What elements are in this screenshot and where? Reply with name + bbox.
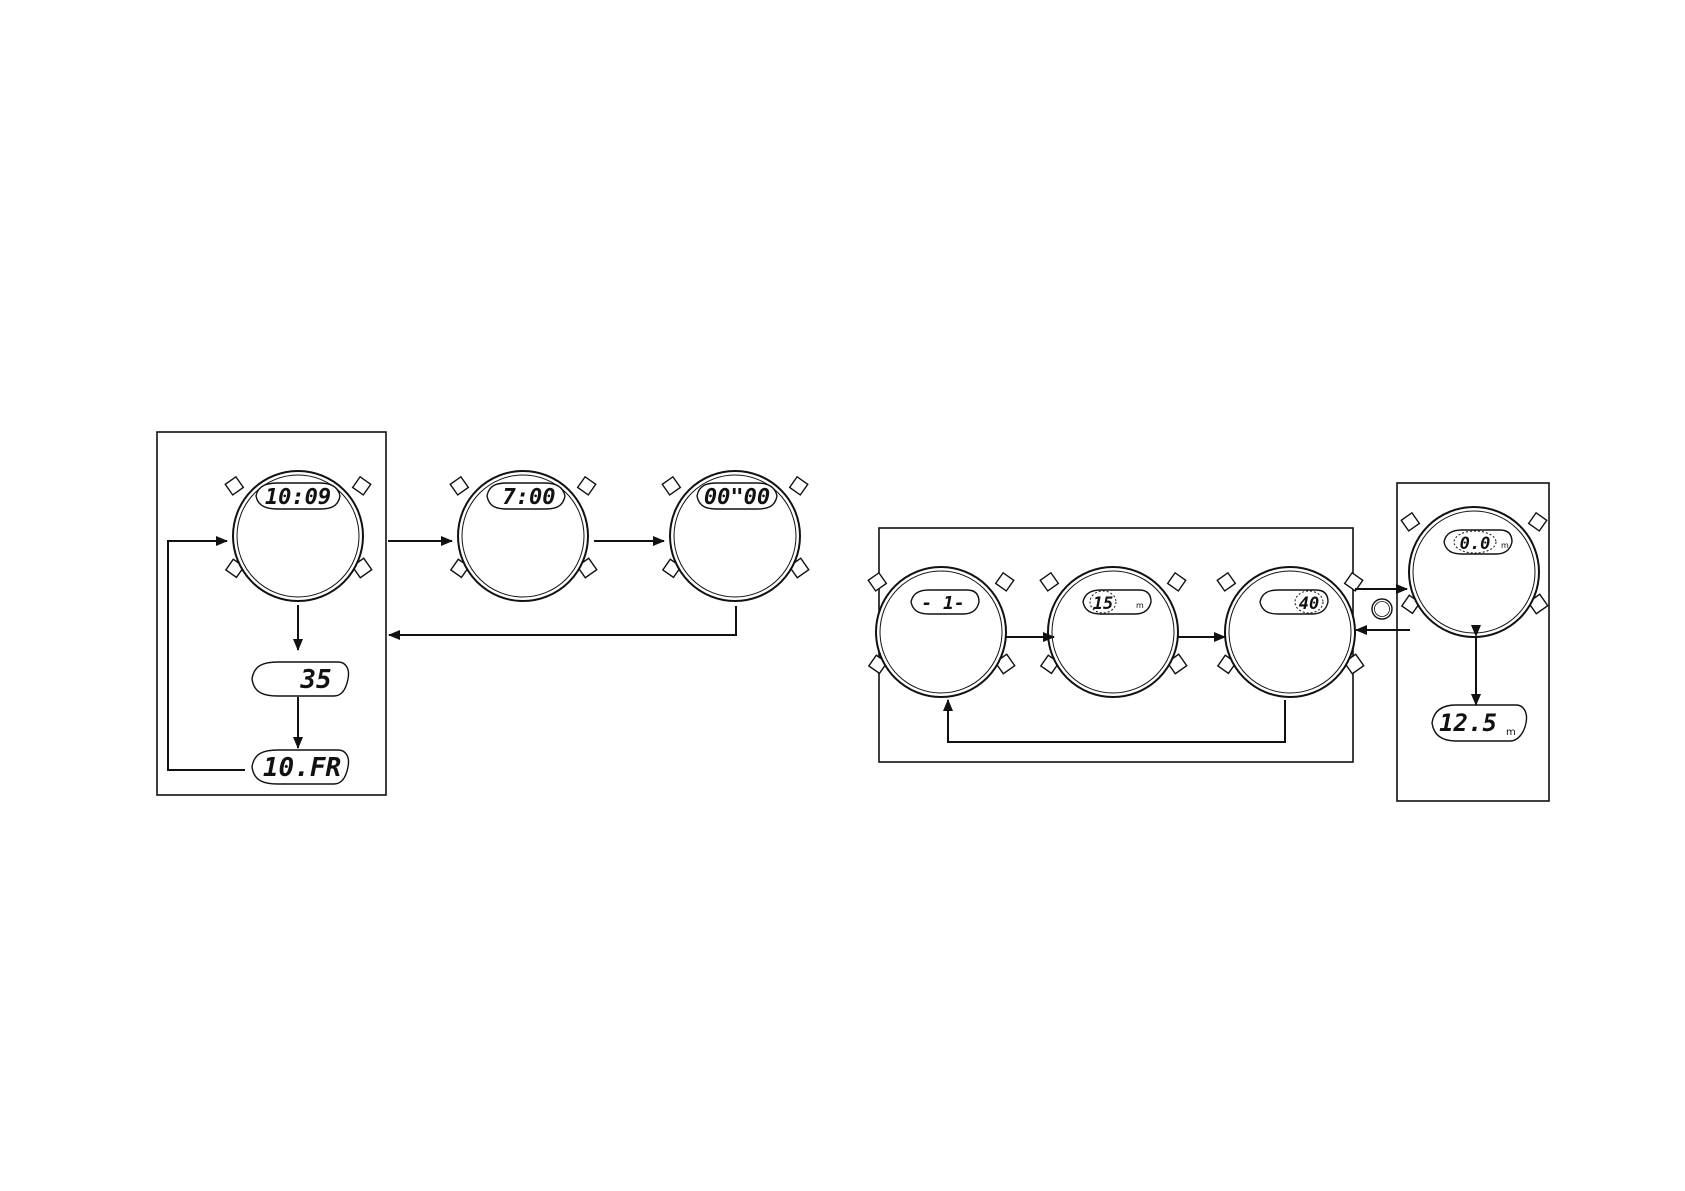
dive-time-display: 40 [1299, 594, 1319, 614]
date-display: 10.FR [263, 753, 341, 783]
depth-unit: m [1501, 541, 1509, 550]
depth-display: 0.0 [1460, 534, 1491, 554]
watch-icon [868, 567, 1014, 697]
watch-chrono[interactable]: 00"00 [662, 471, 808, 601]
arrow-chrono-to-time-mode [389, 606, 736, 635]
watch-depth[interactable]: 0.0 m [1401, 507, 1547, 637]
watch-icon [1401, 507, 1547, 637]
watch-max-depth[interactable]: 15 m [1040, 567, 1186, 697]
watch-icon [1040, 567, 1186, 697]
temperature-display: 12.5 [1439, 709, 1497, 737]
time-display: 10:09 [265, 485, 331, 510]
chrono-display: 00"00 [704, 485, 770, 510]
temperature-unit: m [1506, 727, 1516, 738]
watch-time[interactable]: 10:09 [225, 471, 371, 601]
arrow-dive-time-to-dive-number [948, 700, 1285, 742]
watch-dive-time[interactable]: 40 [1217, 567, 1363, 697]
watch-dive-number[interactable]: - 1- [868, 567, 1014, 697]
max-depth-unit: m [1136, 601, 1144, 610]
seconds-lcd: 35 [252, 662, 349, 696]
date-lcd: 10.FR [252, 750, 349, 784]
max-depth-display: 15 [1093, 594, 1113, 614]
dive-number-display: - 1- [921, 593, 964, 614]
circle-toggle-icon [1372, 599, 1392, 619]
watch-alarm[interactable]: 7:00 [450, 471, 596, 601]
seconds-display: 35 [299, 665, 331, 695]
temperature-lcd: 12.5 m [1432, 705, 1527, 741]
alarm-display: 7:00 [503, 485, 556, 510]
watch-icon [1217, 567, 1363, 697]
